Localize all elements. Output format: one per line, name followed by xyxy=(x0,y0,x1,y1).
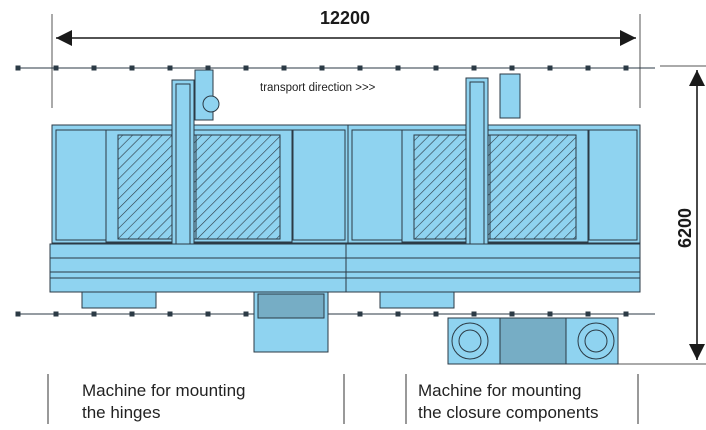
fence-post xyxy=(433,65,439,71)
caption-closure-machine: Machine for mounting the closure compone… xyxy=(418,380,599,424)
caption-line: the hinges xyxy=(82,403,161,422)
fence-post xyxy=(205,65,211,71)
fence-post xyxy=(167,311,173,317)
fence-post xyxy=(243,311,249,317)
height-dimension-label: 6200 xyxy=(675,207,695,249)
fence-post xyxy=(585,65,591,71)
fence-post xyxy=(15,311,21,317)
fence-post xyxy=(433,311,439,317)
fence-post xyxy=(357,65,363,71)
width-dimension xyxy=(51,14,641,108)
fence-post xyxy=(357,311,363,317)
caption-hinges-machine: Machine for mounting the hinges xyxy=(82,380,245,424)
fence-post xyxy=(167,65,173,71)
fence-post xyxy=(205,311,211,317)
fence-post xyxy=(15,65,21,71)
caption-dividers xyxy=(47,374,639,424)
caption-line: Machine for mounting xyxy=(82,381,246,400)
fence-post xyxy=(547,311,553,317)
transport-direction-label: transport direction >>> xyxy=(260,82,376,94)
fence-post xyxy=(585,311,591,317)
fence-post xyxy=(509,65,515,71)
fence-post xyxy=(129,65,135,71)
fence-post xyxy=(623,65,629,71)
width-dimension-label: 12200 xyxy=(319,8,371,28)
fence-post xyxy=(395,311,401,317)
fence-post xyxy=(91,311,97,317)
fence-post xyxy=(53,311,59,317)
safety-fence xyxy=(15,65,655,317)
fence-post xyxy=(281,65,287,71)
caption-line: the closure components xyxy=(418,403,599,422)
fence-post xyxy=(509,311,515,317)
fence-post xyxy=(319,65,325,71)
fence-post xyxy=(243,65,249,71)
fence-post xyxy=(471,311,477,317)
machine-hinges xyxy=(49,69,349,353)
fence-post xyxy=(471,65,477,71)
caption-line: Machine for mounting xyxy=(418,381,582,400)
fence-post xyxy=(129,311,135,317)
fence-post xyxy=(395,65,401,71)
fence-post xyxy=(547,65,553,71)
fence-post xyxy=(53,65,59,71)
fence-post xyxy=(91,65,97,71)
fence-post xyxy=(623,311,629,317)
machine-closure-components xyxy=(345,73,641,365)
